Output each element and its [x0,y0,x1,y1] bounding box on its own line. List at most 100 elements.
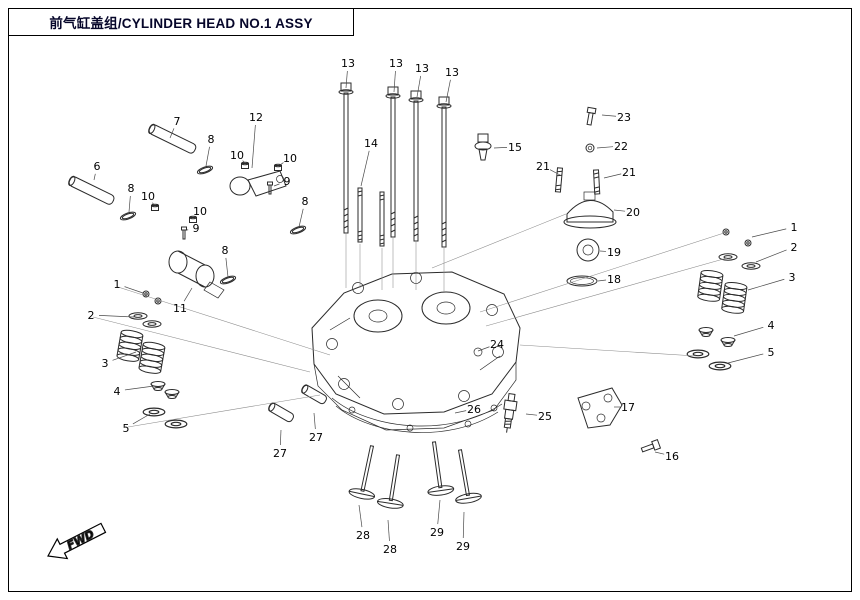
head-bolt [338,82,354,234]
valve-spring [720,280,748,315]
page-title: 前气缸盖组/CYLINDER HEAD NO.1 ASSY [49,16,313,31]
reference-lines [92,213,728,428]
callout-label-4: 4 [768,319,775,332]
stud [357,187,363,243]
callout-leader-9 [273,183,280,187]
spark-plug [503,393,518,433]
spring-seat [741,262,761,270]
callout-label-1: 1 [791,221,798,234]
valve [446,447,483,506]
washer-22 [585,143,595,153]
callout-label-3: 3 [789,271,796,284]
callout-label-11: 11 [173,302,187,315]
rocker-arm-assy-lower [151,203,225,299]
callout-label-9: 9 [284,175,291,188]
cover-stud [554,167,563,193]
callout-label-8: 8 [208,133,215,146]
callout-label-19: 19 [607,246,621,259]
callout-label-13: 13 [415,62,429,75]
callout-leader-21 [549,169,561,176]
stud [379,191,385,247]
head-bolt [436,96,452,248]
cover-stud [593,169,601,195]
callout-leader-4 [124,385,155,391]
spring-seat [128,312,148,320]
dowel-pin [266,401,296,424]
lock-nut [241,161,249,169]
callout-label-13: 13 [445,66,459,79]
callout-label-21: 21 [536,160,550,173]
callout-label-27: 27 [273,447,287,460]
valve [420,439,455,498]
callout-leader-8 [128,195,131,213]
callout-label-13: 13 [389,57,403,70]
callout-label-2: 2 [88,309,95,322]
rocker-arm-assy-upper [229,161,287,197]
callout-leader-2 [98,315,135,318]
thermostat-cover [563,191,617,229]
callout-leader-22 [596,146,614,149]
callout-leader-13 [393,70,396,93]
callout-label-5: 5 [768,346,775,359]
callout-leader-1 [751,228,787,238]
callout-leader-24 [477,346,490,352]
callout-leader-3 [112,351,137,361]
callout-label-6: 6 [94,160,101,173]
cover-bolt [586,106,597,126]
adjuster-screw [181,226,187,240]
callout-leader-26 [454,410,467,414]
callout-leader-27 [279,429,282,446]
seat-washer [686,349,710,359]
rocker-shaft [68,175,115,205]
callout-label-22: 22 [614,140,628,153]
valve [347,442,386,502]
thermostat-group [554,106,617,287]
callout-label-29: 29 [456,540,470,553]
callout-label-5: 5 [123,422,130,435]
callout-label-10: 10 [230,149,244,162]
callout-label-24: 24 [490,338,504,351]
head-bolts-group [338,82,452,292]
lock-nut [151,203,159,211]
callout-label-12: 12 [249,111,263,124]
seat-washer [708,361,732,371]
valve-spring-set-right [686,228,761,371]
callout-leader-29 [462,511,465,539]
valve [376,452,412,511]
callout-label-3: 3 [102,357,109,370]
temp-sensor [474,133,492,161]
callout-label-10: 10 [283,152,297,165]
o-ring [288,223,308,237]
callout-leader-15 [493,147,508,149]
callout-leader-10 [279,162,284,166]
flange-bolt [640,438,662,453]
callout-label-10: 10 [141,190,155,203]
head-bolt [385,86,401,238]
callout-label-14: 14 [364,137,378,150]
callout-leader-5 [132,413,151,425]
callout-leader-28 [387,519,390,542]
callout-label-13: 13 [341,57,355,70]
callout-label-16: 16 [665,450,679,463]
callout-label-25: 25 [538,410,552,423]
callout-leader-10 [152,202,155,206]
callout-label-8: 8 [222,244,229,257]
callout-label-27: 27 [309,431,323,444]
title-box: 前气缸盖组/CYLINDER HEAD NO.1 ASSY [8,8,354,36]
callout-label-8: 8 [302,195,309,208]
callout-leader-13 [445,79,451,103]
studs-group [357,187,385,290]
spring-retainer [698,327,714,337]
rocker-shaft [148,123,197,154]
head-bolt [408,90,424,242]
callout-leader-27 [313,412,316,430]
callout-label-4: 4 [114,385,121,398]
callout-label-23: 23 [617,111,631,124]
callout-label-20: 20 [626,206,640,219]
thermostat [576,238,600,262]
callout-leader-5 [727,353,764,364]
callout-leader-8 [225,257,229,278]
valve-spring [696,268,724,303]
